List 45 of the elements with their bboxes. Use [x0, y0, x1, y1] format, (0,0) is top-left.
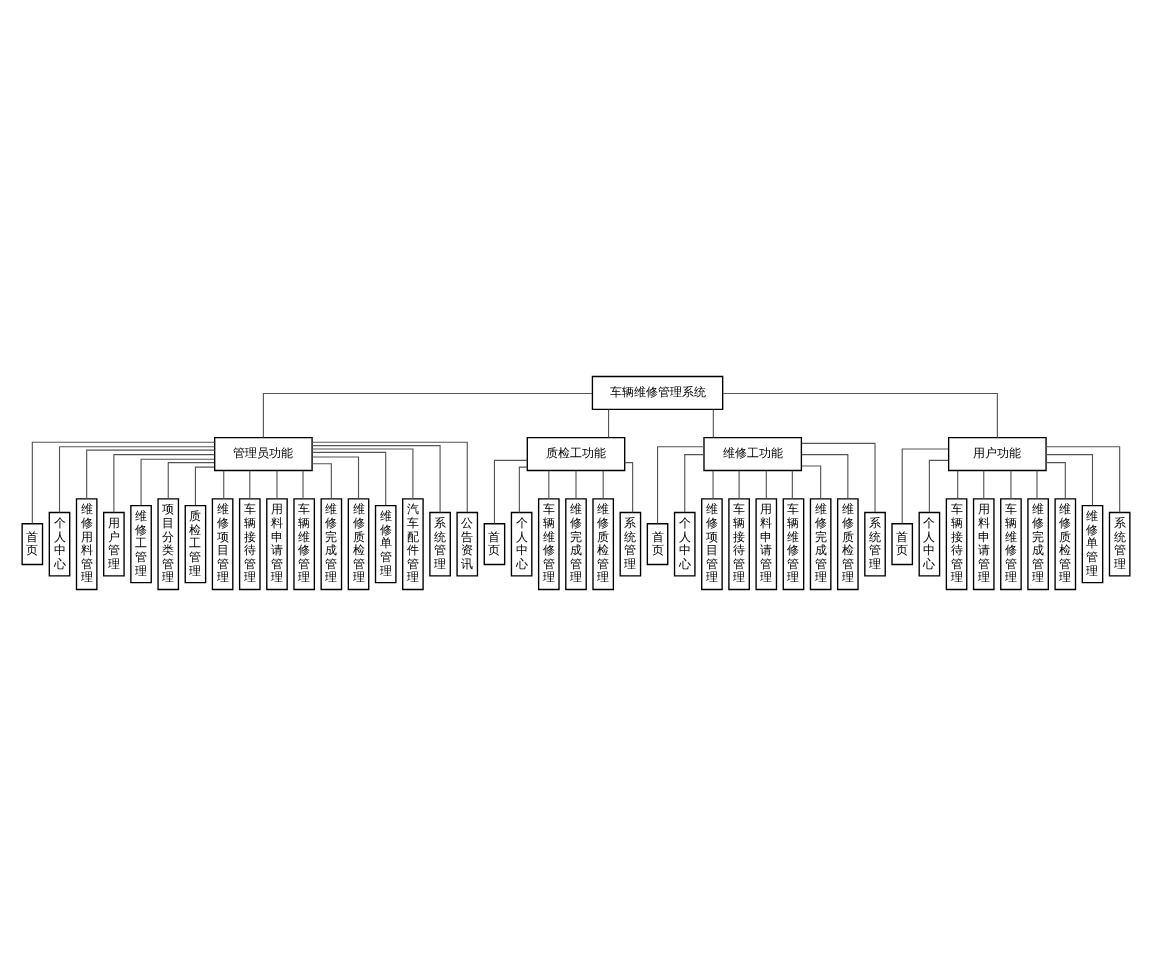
connector	[738, 469, 740, 499]
connector	[1036, 469, 1038, 499]
connector	[791, 469, 793, 499]
connector	[712, 408, 714, 437]
connector	[602, 469, 604, 499]
connector	[624, 461, 634, 512]
connector	[608, 408, 610, 437]
connector	[31, 440, 215, 524]
connector	[311, 450, 387, 505]
connector	[518, 465, 528, 512]
connector	[311, 440, 468, 512]
connector	[722, 391, 998, 438]
connector	[983, 469, 985, 499]
connector	[765, 469, 767, 499]
connector	[223, 469, 225, 499]
connector	[302, 469, 304, 499]
connector	[249, 469, 251, 499]
connector	[167, 461, 215, 499]
connector	[928, 458, 949, 512]
connector	[311, 462, 332, 499]
connector	[311, 444, 441, 512]
connector	[712, 469, 714, 499]
connector	[86, 448, 216, 499]
connector	[901, 447, 949, 524]
connector	[957, 469, 959, 499]
connector	[1010, 469, 1012, 499]
connector	[140, 457, 215, 505]
connector	[1045, 445, 1121, 512]
connector	[493, 458, 528, 523]
connector	[657, 445, 704, 524]
connector	[262, 391, 593, 438]
connector	[1046, 453, 1094, 505]
connector	[113, 453, 215, 512]
connector	[311, 447, 414, 499]
connector	[684, 453, 705, 512]
connector	[548, 469, 550, 499]
connector	[575, 469, 577, 499]
connector	[801, 453, 849, 498]
connector	[312, 455, 360, 499]
connector	[801, 464, 822, 499]
connector	[1045, 461, 1066, 499]
connector	[276, 469, 278, 499]
connector	[801, 441, 876, 512]
connector	[194, 465, 215, 505]
connector	[58, 445, 216, 512]
